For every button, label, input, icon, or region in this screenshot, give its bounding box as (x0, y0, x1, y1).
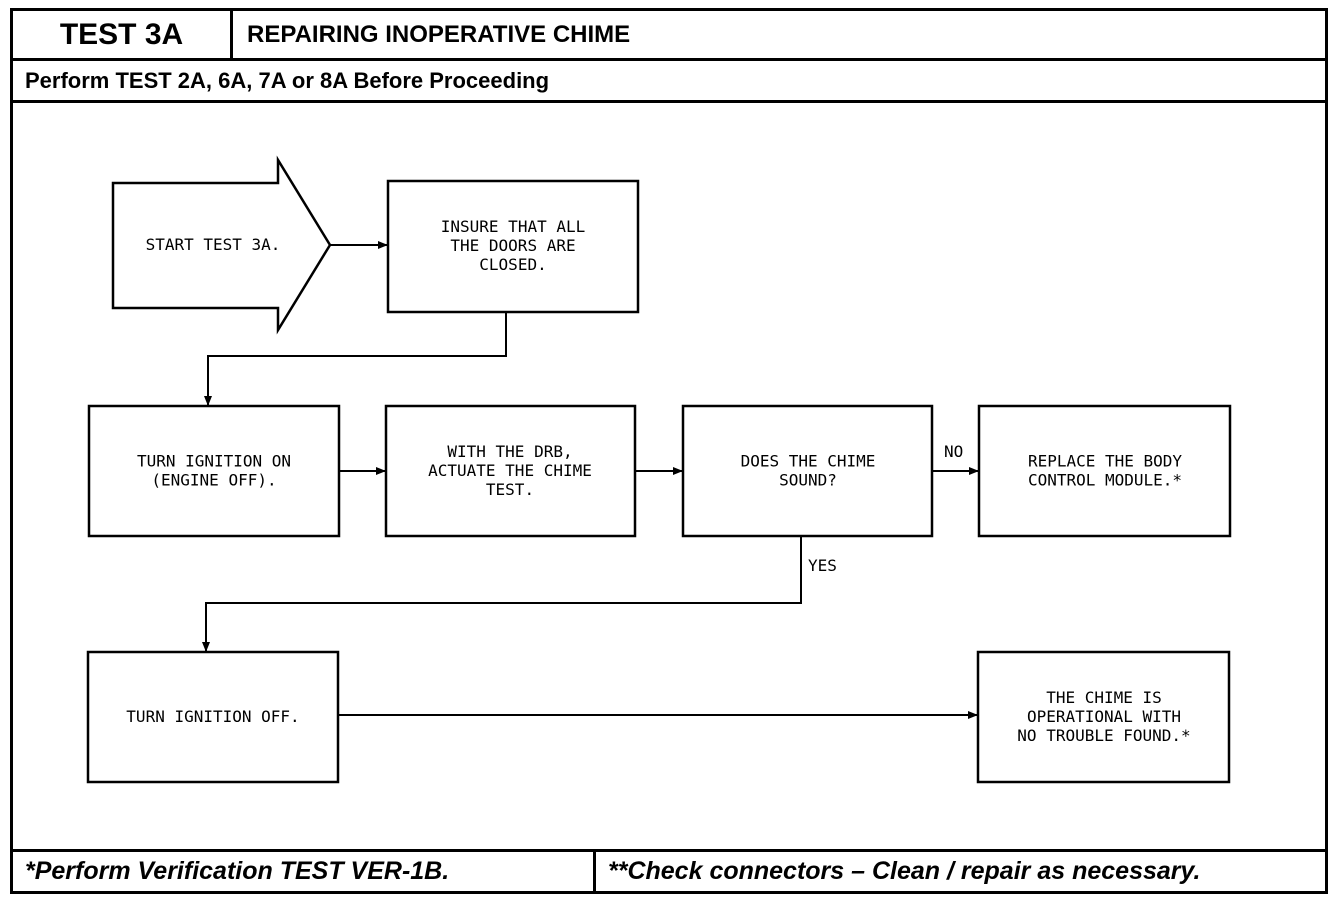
node-text-line: TURN IGNITION ON (137, 452, 291, 471)
node-text-line: THE CHIME IS (1046, 688, 1162, 707)
node-text-line: THE DOORS ARE (450, 236, 575, 255)
node-text-line: TURN IGNITION OFF. (126, 707, 299, 726)
node-text-line: START TEST 3A. (146, 235, 281, 254)
ignition-off-node-text: TURN IGNITION OFF. (126, 707, 299, 726)
node-text-line: (ENGINE OFF). (151, 471, 276, 490)
edge-label-yes: YES (808, 556, 837, 575)
node-text-line: DOES THE CHIME (741, 452, 876, 471)
node-text-line: SOUND? (779, 471, 837, 490)
start-node-text: START TEST 3A. (146, 235, 281, 254)
node-text-line: NO TROUBLE FOUND.* (1017, 726, 1190, 745)
node-text-line: INSURE THAT ALL (441, 217, 586, 236)
node-text-line: WITH THE DRB, (447, 442, 572, 461)
footer-connector-note: **Check connectors – Clean / repair as n… (596, 849, 1325, 891)
prerequisite-note: Perform TEST 2A, 6A, 7A or 8A Before Pro… (13, 61, 1325, 103)
node-text-line: OPERATIONAL WITH (1027, 707, 1181, 726)
footer-verification-note: *Perform Verification TEST VER-1B. (13, 849, 596, 891)
test-id: TEST 3A (13, 11, 233, 61)
procedure-frame: TEST 3A REPAIRING INOPERATIVE CHIME Perf… (10, 8, 1328, 894)
test-title: REPAIRING INOPERATIVE CHIME (233, 11, 1325, 61)
node-text-line: ACTUATE THE CHIME (428, 461, 592, 480)
node-text-line: REPLACE THE BODY (1028, 452, 1182, 471)
connectors (202, 241, 979, 719)
node-text-line: TEST. (486, 480, 534, 499)
node-text-line: CONTROL MODULE.* (1028, 471, 1182, 490)
ignition-on-node: TURN IGNITION ON(ENGINE OFF). (87, 404, 341, 538)
edge-doors-to-ignition-on (204, 312, 507, 406)
start-node: START TEST 3A. (111, 155, 332, 335)
ignition-off-node: TURN IGNITION OFF. (86, 650, 340, 784)
node-text-line: CLOSED. (479, 255, 546, 274)
edge-label-no: NO (944, 442, 963, 461)
ignition-on-node-text: TURN IGNITION ON(ENGINE OFF). (137, 452, 291, 490)
edge-question-yes-to-ignition-off (202, 536, 802, 652)
